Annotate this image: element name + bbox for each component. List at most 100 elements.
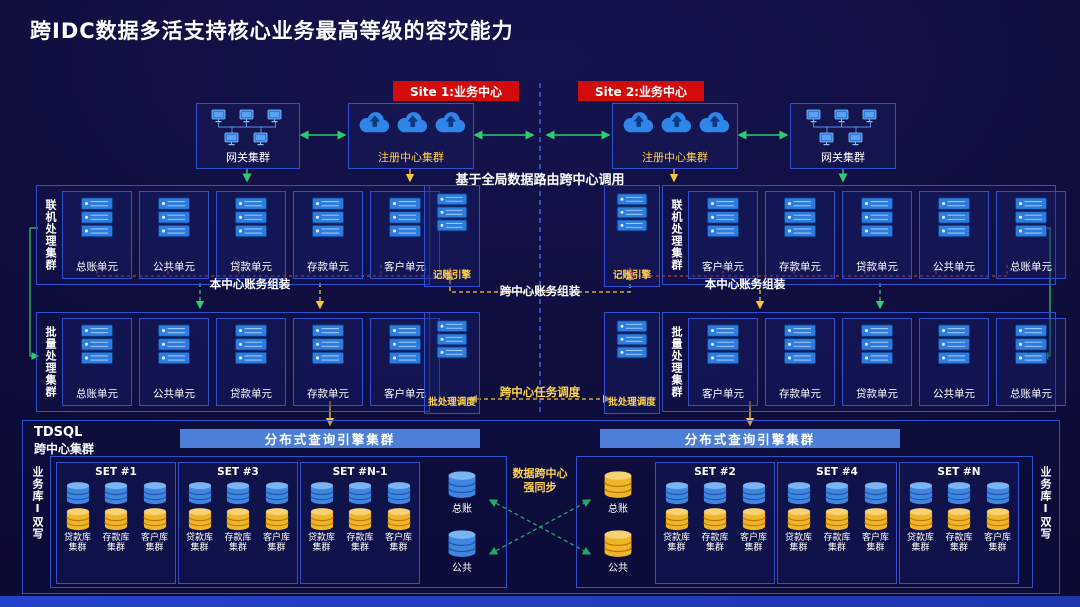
database-icon	[226, 508, 250, 531]
shared-db-总账: 总账	[444, 470, 480, 515]
set-name: SET #1	[95, 466, 137, 478]
unit-贷款单元: 贷款单元	[842, 191, 912, 279]
server-rack-icon	[1015, 324, 1047, 365]
db-cluster-column: 贷款库集群	[659, 481, 695, 554]
server-rack-icon	[158, 197, 190, 238]
cluster-label: 客户库集群	[262, 533, 290, 554]
unit-label: 存款单元	[779, 388, 821, 400]
shared-db-label: 公共	[608, 562, 628, 574]
server-rack-icon	[436, 320, 468, 364]
database-icon	[65, 482, 90, 505]
unit-客户单元: 客户单元	[370, 191, 440, 279]
database-icon	[664, 508, 689, 531]
db-cluster-column: 存款库集群	[697, 481, 733, 554]
unit-label: 总账单元	[76, 388, 118, 400]
batch-cluster-right: 批量处理集群 客户单元存款单元贷款单元公共单元总账单元	[662, 312, 1066, 412]
registry-cluster-left: 注册中心集群	[348, 103, 474, 169]
ledger-engine-left: 记账引擎	[424, 185, 480, 287]
unit-label: 公共单元	[933, 261, 975, 273]
batch-right-units: 客户单元存款单元贷款单元公共单元总账单元	[688, 318, 1066, 406]
set-box-SET #N-1: SET #N-1贷款库集群存款库集群客户库集群	[300, 462, 420, 584]
unit-label: 客户单元	[384, 388, 426, 400]
database-icon	[786, 482, 811, 505]
network-topology-icon	[806, 109, 877, 146]
server-rack-icon	[81, 197, 113, 238]
site2-badge: Site 2:业务中心	[578, 81, 704, 101]
network-topology-icon	[197, 109, 299, 149]
database-icon	[985, 508, 1010, 531]
db-cluster-column: 贷款库集群	[182, 481, 218, 554]
database-icon	[264, 508, 289, 531]
online-left-side-label: 联机处理集群	[44, 199, 57, 271]
set-name: SET #4	[816, 466, 858, 478]
set-box-SET #4: SET #4贷款库集群存款库集群客户库集群	[777, 462, 897, 584]
batch-cluster-left: 批量处理集群 总账单元公共单元贷款单元存款单元客户单元	[36, 312, 440, 412]
unit-公共单元: 公共单元	[139, 318, 209, 406]
ledger-engine-right: 记账引擎	[604, 185, 660, 287]
database-icon	[703, 508, 727, 531]
dual-write-right-label: 业务库I双写	[1039, 466, 1052, 540]
shared-db-公共: 公共	[600, 529, 636, 574]
database-icon	[604, 529, 632, 557]
unit-label: 存款单元	[307, 261, 349, 273]
unit-总账单元: 总账单元	[62, 191, 132, 279]
cluster-label: 存款库集群	[823, 533, 851, 554]
set-box-SET #3: SET #3贷款库集群存款库集群客户库集群	[178, 462, 298, 584]
tdsql-title-line1: TDSQL	[34, 425, 83, 440]
unit-label: 总账单元	[76, 261, 118, 273]
dual-write-left-label: 业务库I双写	[31, 466, 44, 540]
set-name: SET #N	[937, 466, 981, 478]
database-icon	[825, 482, 849, 505]
cluster-label: 客户库集群	[861, 533, 889, 554]
query-engine-bar-right: 分布式查询引擎集群	[600, 429, 900, 448]
shared-db-column-left: 总账公共	[423, 457, 501, 587]
cluster-label: 客户库集群	[384, 533, 412, 554]
cloud-upload-icon	[397, 112, 428, 133]
server-rack-icon	[235, 197, 267, 238]
cluster-label: 存款库集群	[102, 533, 130, 554]
unit-label: 客户单元	[384, 261, 426, 273]
db-cluster-column: 存款库集群	[342, 481, 378, 554]
gateway-left-label: 网关集群	[226, 151, 270, 164]
db-cluster-column: 存款库集群	[941, 481, 977, 554]
cluster-label: 客户库集群	[140, 533, 168, 554]
database-icon	[825, 508, 849, 531]
cluster-label: 客户库集群	[739, 533, 767, 554]
online-right-units: 客户单元存款单元贷款单元公共单元总账单元	[688, 191, 1066, 279]
server-rack-icon	[312, 197, 344, 238]
task-schedule-label: 跨中心任务调度	[499, 385, 581, 399]
database-icon	[309, 482, 334, 505]
server-rack-icon	[312, 324, 344, 365]
database-icon	[386, 482, 411, 505]
unit-label: 贷款单元	[856, 261, 898, 273]
unit-客户单元: 客户单元	[688, 318, 758, 406]
database-icon	[703, 482, 727, 505]
db-cluster-column: 贷款库集群	[60, 481, 96, 554]
db-cluster-column: 客户库集群	[858, 481, 894, 554]
cluster-label: 贷款库集群	[185, 533, 213, 554]
database-icon	[604, 471, 632, 499]
set-box-SET #N: SET #N贷款库集群存款库集群客户库集群	[899, 462, 1019, 584]
online-cluster-right: 联机处理集群 客户单元存款单元贷款单元公共单元总账单元	[662, 185, 1066, 285]
cluster-label: 存款库集群	[945, 533, 973, 554]
cloud-upload-icons	[613, 109, 737, 149]
database-icon	[348, 508, 372, 531]
db-cluster-column: 客户库集群	[259, 481, 295, 554]
query-engine-bar-left: 分布式查询引擎集群	[180, 429, 480, 448]
unit-label: 客户单元	[702, 388, 744, 400]
database-icon	[142, 508, 167, 531]
database-icon	[947, 508, 971, 531]
unit-贷款单元: 贷款单元	[216, 318, 286, 406]
cluster-label: 存款库集群	[224, 533, 252, 554]
registry-left-label: 注册中心集群	[378, 151, 444, 164]
cloud-upload-icon	[661, 112, 692, 133]
database-icon	[908, 508, 933, 531]
database-icon	[448, 529, 476, 557]
cloud-upload-icon	[623, 112, 654, 133]
server-rack-icon	[861, 324, 893, 365]
online-left-units: 总账单元公共单元贷款单元存款单元客户单元	[62, 191, 440, 279]
assemble-left-label: 本中心账务组装	[209, 277, 291, 291]
